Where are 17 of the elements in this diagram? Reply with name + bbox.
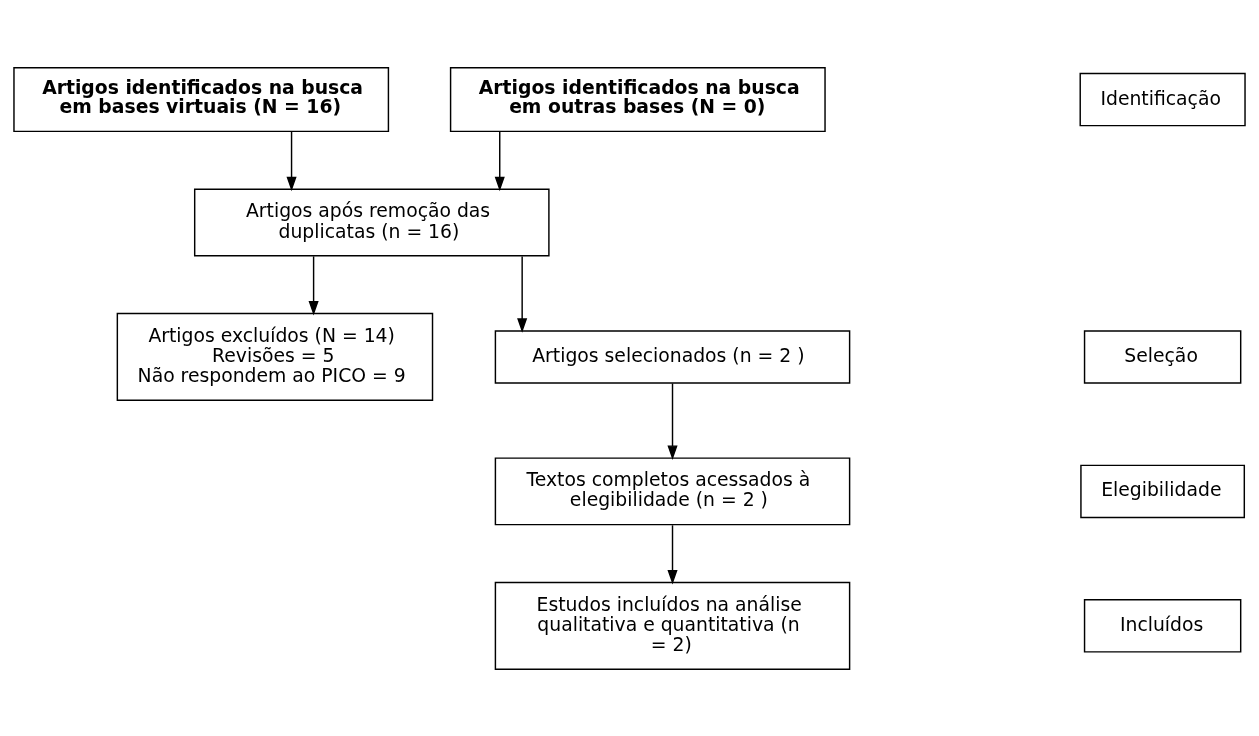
arrow bbox=[286, 130, 297, 191]
node-box: Artigos identificados na busca em outras bases (N = 0) bbox=[449, 66, 826, 132]
arrow bbox=[517, 255, 528, 333]
node-box: Artigos identificados na busca em bases virtuais (N = 16) bbox=[13, 66, 390, 132]
arrow bbox=[494, 130, 505, 191]
arrow bbox=[308, 255, 319, 316]
node-box: Artigos excluídos (N = 14) Revisões = 5 Não respondem ao PICO = 9 bbox=[116, 312, 434, 401]
arrow bbox=[667, 524, 678, 584]
node-box: Textos completos acessados à elegibilidade (n = 2 ) bbox=[494, 456, 851, 525]
node-box: Artigos selecionados (n = 2 ) bbox=[494, 329, 851, 384]
arrow bbox=[667, 382, 678, 460]
node-box: Artigos após remoção das duplicatas (n = 16) bbox=[193, 188, 550, 256]
node-box: Identificação bbox=[1079, 72, 1246, 126]
node-box: Incluídos bbox=[1083, 598, 1242, 653]
node-box: Seleção bbox=[1083, 329, 1242, 384]
node-box: Estudos incluídos na análise qualitativa e quantitativa (n = 2) bbox=[494, 581, 851, 670]
node-box: Elegibilidade bbox=[1080, 464, 1246, 518]
